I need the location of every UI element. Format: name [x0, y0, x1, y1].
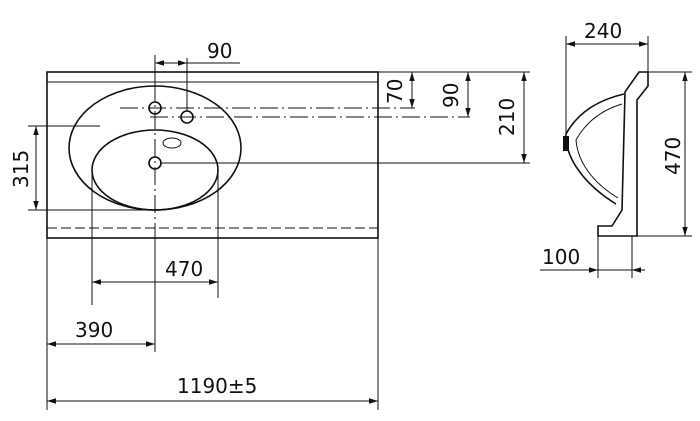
dim-1190-label: 1190±5	[177, 374, 257, 398]
side-bowl-curve	[565, 93, 625, 205]
dim-90-label: 90	[207, 39, 232, 63]
side-view: 240 470 100	[540, 19, 692, 278]
side-bowl-inner	[575, 103, 623, 199]
dim-210-label: 210	[495, 98, 519, 136]
dim-240-label: 240	[584, 19, 622, 43]
dim-70-label: 70	[383, 79, 407, 104]
dim-90v-label: 90	[439, 83, 463, 108]
dim-100-label: 100	[542, 245, 580, 269]
dim-315-label: 315	[9, 150, 33, 188]
dim-470v-label: 470	[661, 137, 685, 175]
dim-390-label: 390	[75, 318, 113, 342]
front-view: 90 70 90 210 315 470 390 1190±5	[9, 39, 530, 410]
side-profile	[597, 71, 649, 237]
side-drain	[563, 136, 569, 151]
countertop-outline	[46, 71, 379, 239]
overflow-slot	[162, 137, 182, 149]
dim-470-label: 470	[165, 257, 203, 281]
